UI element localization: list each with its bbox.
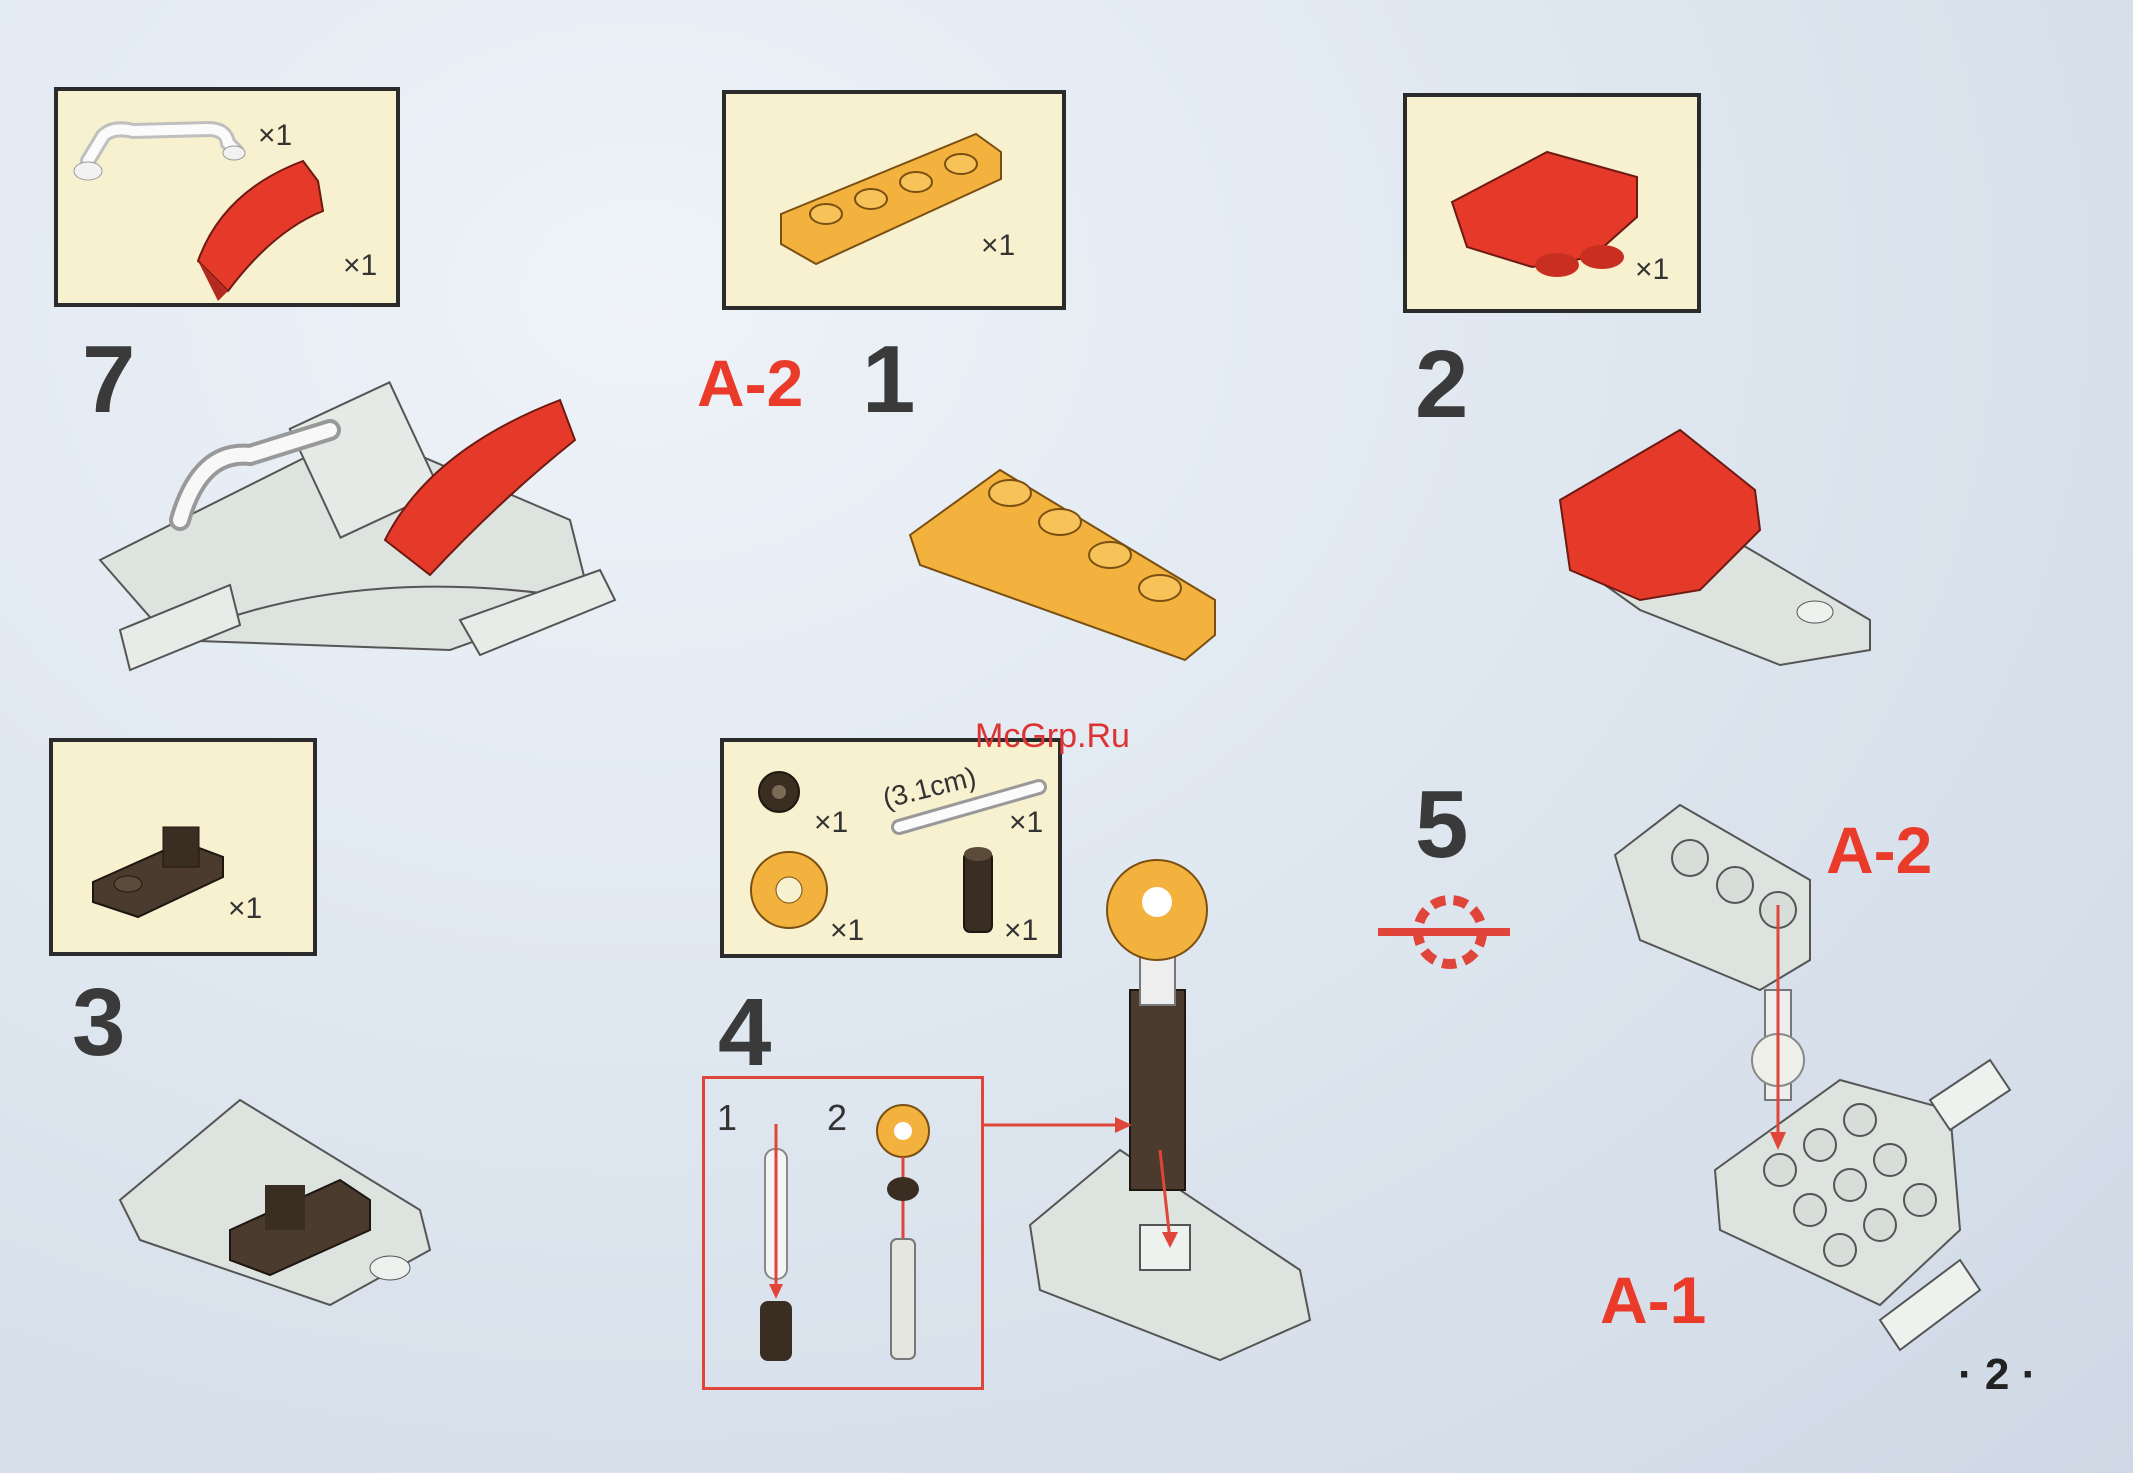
rotate-icon: [1378, 900, 1510, 964]
step5-assembly: [1615, 805, 2010, 1350]
step2-assembly: [1560, 430, 1870, 665]
step7-assembly: [100, 382, 615, 670]
step1-wedge-plate: [910, 470, 1215, 660]
step3-assembly: [120, 1100, 430, 1305]
step4-assembly: [984, 860, 1310, 1360]
